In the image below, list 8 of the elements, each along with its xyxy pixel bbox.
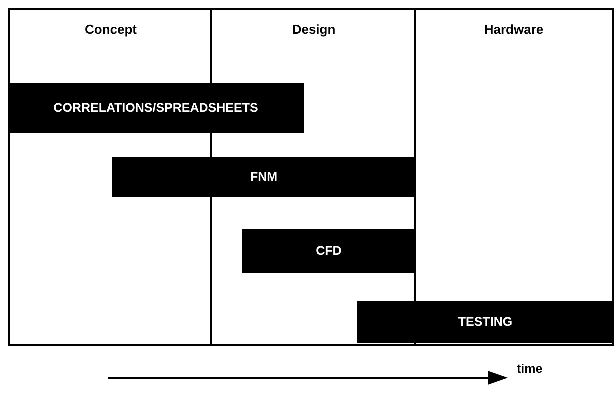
column-heading: Hardware <box>483 22 545 37</box>
activity-bar: TESTING <box>357 301 614 343</box>
activity-bar: FNM <box>112 157 416 197</box>
column-heading: Concept <box>84 22 138 37</box>
column-heading: Design <box>291 22 337 37</box>
activity-bar: CFD <box>242 229 416 273</box>
axis-label: time <box>517 362 543 376</box>
activity-bar: CORRELATIONS/SPREADSHEETS <box>8 83 304 133</box>
